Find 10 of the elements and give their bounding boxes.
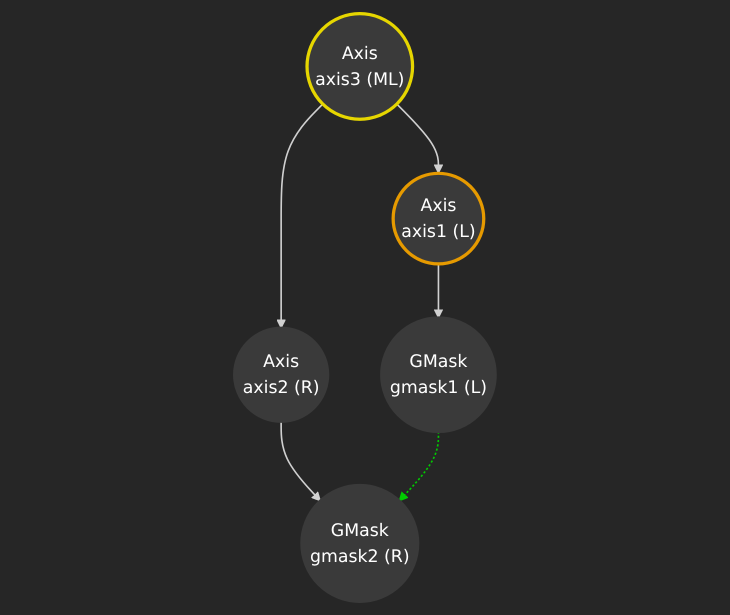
node-circle: Axis axis1 (L)	[392, 172, 486, 266]
arrow	[276, 103, 324, 329]
arrow	[396, 103, 444, 174]
node-circle: Axis axis3 (ML)	[306, 12, 414, 121]
arrow	[434, 264, 444, 318]
arrow	[398, 431, 440, 502]
node-circle: Axis axis2 (R)	[233, 326, 330, 423]
node-circle: GMask gmask2 (R)	[300, 484, 420, 603]
arrow	[280, 421, 321, 502]
node-circle: GMask gmask1 (L)	[380, 316, 497, 434]
